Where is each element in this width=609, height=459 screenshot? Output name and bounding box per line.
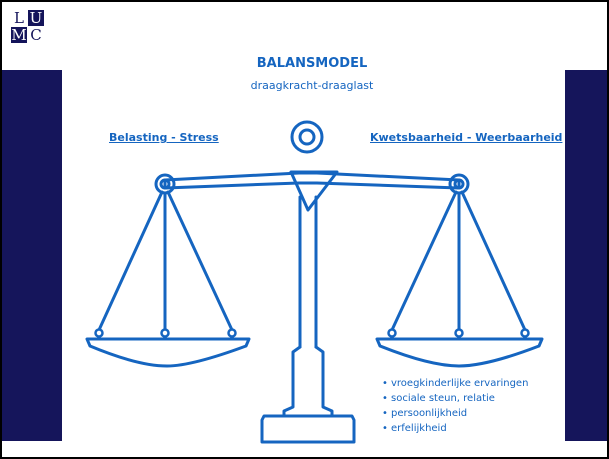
- factor-list: •vroegkinderlijke ervaringen •sociale st…: [382, 376, 528, 436]
- beam: [163, 171, 461, 190]
- slide-title: BALANSMODEL: [256, 56, 368, 71]
- right-hook: [520, 328, 530, 338]
- left-hook: [160, 328, 170, 338]
- lumc-logo: L U M C: [11, 10, 45, 44]
- left-hook: [94, 328, 104, 338]
- bullet-icon: •: [382, 393, 388, 404]
- stand-stem: [282, 345, 334, 418]
- pivot-triangle: [289, 170, 339, 212]
- right-string: [390, 190, 458, 332]
- left-hook: [227, 328, 237, 338]
- top-ring: [290, 120, 324, 154]
- bullet-icon: •: [382, 408, 388, 419]
- right-pan: [375, 337, 544, 368]
- left-string: [166, 190, 234, 332]
- list-item: •vroegkinderlijke ervaringen: [382, 376, 528, 391]
- factor-text: sociale steun, relatie: [391, 393, 495, 404]
- left-pan: [85, 337, 251, 368]
- right-pan-label: Kwetsbaarheid - Weerbaarheid: [370, 131, 563, 144]
- bullet-icon: •: [382, 378, 388, 389]
- factor-text: vroegkinderlijke ervaringen: [391, 378, 529, 389]
- list-item: •persoonlijkheid: [382, 406, 528, 421]
- logo-letter: L: [14, 9, 24, 27]
- right-navy-band: [565, 70, 607, 441]
- list-item: •sociale steun, relatie: [382, 391, 528, 406]
- logo-letter: C: [30, 26, 42, 44]
- right-hook: [454, 328, 464, 338]
- slide-subtitle: draagkracht-draaglast: [250, 79, 374, 92]
- top-ring-inner: [298, 128, 316, 146]
- left-navy-band: [2, 70, 62, 441]
- left-pivot-inner: [159, 178, 171, 190]
- logo-letter: M: [11, 26, 27, 44]
- stand-base: [260, 414, 356, 444]
- left-pan-label: Belasting - Stress: [109, 131, 219, 144]
- bullet-icon: •: [382, 423, 388, 434]
- factor-text: erfelijkheid: [391, 423, 447, 434]
- list-item: •erfelijkheid: [382, 421, 528, 436]
- right-hook: [387, 328, 397, 338]
- left-string: [97, 190, 164, 332]
- right-string: [460, 190, 527, 332]
- logo-letter: U: [28, 9, 44, 27]
- factor-text: persoonlijkheid: [391, 408, 468, 419]
- right-pivot-inner: [453, 178, 465, 190]
